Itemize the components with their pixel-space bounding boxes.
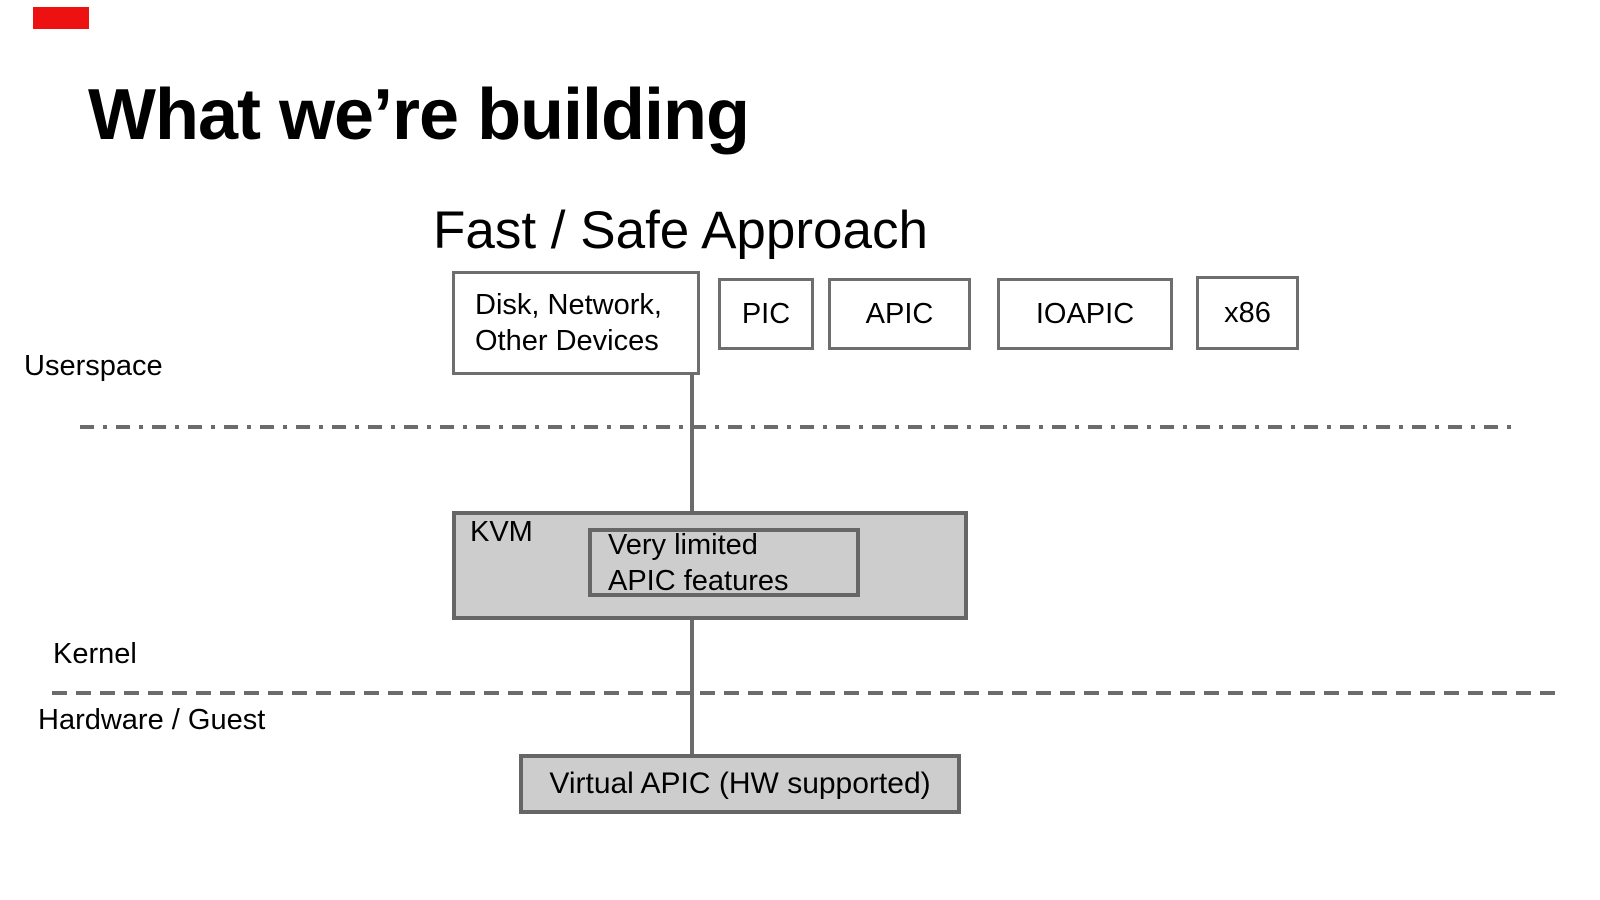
virtual-apic-box: Virtual APIC (HW supported) — [519, 754, 961, 814]
chip-box-x86: x86 — [1196, 276, 1299, 350]
userspace-label: Userspace — [24, 350, 163, 382]
hardware-guest-label: Hardware / Guest — [38, 704, 266, 736]
slide-title: What we’re building — [88, 75, 750, 155]
kvm-box-label: KVM — [470, 516, 533, 548]
red-marker — [33, 7, 89, 29]
chip-box-apic-label: APIC — [865, 298, 934, 330]
chip-box-x86-label: x86 — [1224, 297, 1271, 329]
slide-subtitle: Fast / Safe Approach — [433, 201, 928, 260]
kvm-apic-features-box: Very limited APIC features — [588, 528, 860, 597]
devices-box-line1: Disk, Network, — [475, 289, 662, 321]
devices-box: Disk, Network, Other Devices — [452, 271, 700, 375]
kernel-label: Kernel — [53, 638, 137, 670]
virtual-apic-box-label: Virtual APIC (HW supported) — [549, 767, 931, 800]
chip-box-pic: PIC — [718, 278, 814, 350]
kvm-apic-features-line1: Very limited — [608, 528, 758, 561]
chip-box-pic-label: PIC — [741, 298, 791, 330]
devices-box-line2: Other Devices — [475, 325, 659, 357]
kvm-apic-features-line2: APIC features — [608, 564, 789, 597]
chip-box-apic: APIC — [828, 278, 971, 350]
chip-box-ioapic-label: IOAPIC — [1035, 298, 1135, 330]
chip-box-ioapic: IOAPIC — [997, 278, 1173, 350]
